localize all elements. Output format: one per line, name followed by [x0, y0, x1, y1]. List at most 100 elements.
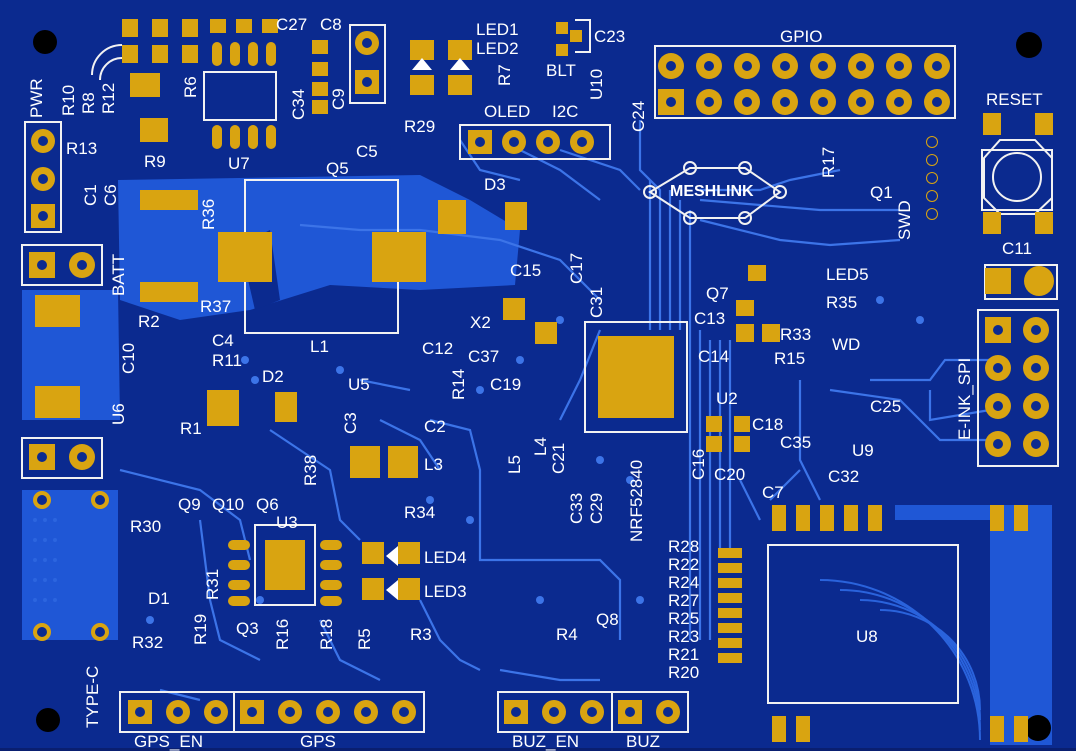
- label-gpio: GPIO: [780, 27, 823, 46]
- label-r17: R17: [819, 146, 838, 178]
- label-x2: X2: [470, 313, 491, 332]
- e-ink-header-pin: [1023, 393, 1049, 419]
- gps-header-pin: [392, 700, 416, 724]
- label-swd: SWD: [895, 200, 914, 240]
- label-c4: C4: [212, 331, 234, 350]
- label-r32: R32: [132, 633, 164, 652]
- label-i2c: I2C: [552, 102, 579, 121]
- smd-pad: [312, 62, 328, 76]
- label-buz: BUZ: [626, 732, 660, 751]
- label-c13: C13: [694, 309, 726, 328]
- label-r36: R36: [199, 198, 218, 230]
- gpio-header-pin: [848, 53, 874, 79]
- gpio-header-pin: [658, 89, 684, 115]
- d3-pad-2: [505, 202, 527, 230]
- e-ink-header-pin: [1023, 355, 1049, 381]
- reset-pad-bl: [983, 212, 1001, 234]
- smd-pad: [320, 540, 342, 550]
- u8-pad: [772, 505, 786, 531]
- c9-pin: [355, 31, 379, 55]
- smd-pad: [182, 45, 198, 63]
- smd-pad: [212, 42, 222, 66]
- e-ink-header-pin: [1023, 317, 1049, 343]
- mounting-hole-bottom-right: [1025, 715, 1051, 741]
- label-r38: R38: [301, 454, 320, 486]
- u8-pad: [990, 716, 1004, 742]
- header-pin: [69, 444, 95, 470]
- label-r8: R8: [79, 92, 98, 114]
- u8-pad: [1014, 505, 1028, 531]
- label-wd: WD: [832, 335, 861, 354]
- label-l3: L3: [424, 455, 443, 474]
- label-u5: U5: [348, 375, 370, 394]
- label-r34: R34: [404, 503, 436, 522]
- smd-pad: [262, 19, 278, 33]
- u3-thermal-pad: [265, 540, 305, 590]
- smd-pad: [320, 596, 342, 606]
- gps-header-pin: [278, 700, 302, 724]
- label-c11: C11: [1002, 239, 1032, 258]
- u8-pad: [796, 505, 810, 531]
- label-r5: R5: [355, 628, 374, 650]
- label-c20: C20: [714, 465, 746, 484]
- gpio-header-pin: [772, 89, 798, 115]
- smd-pad: [448, 75, 472, 95]
- gpio-header-pin: [886, 89, 912, 115]
- label-c31: C31: [587, 286, 606, 318]
- gpio-header-pin: [848, 89, 874, 115]
- oled-header-pin: [536, 130, 560, 154]
- buz-en-header-pin: [504, 700, 528, 724]
- label-led2: LED2: [476, 39, 519, 58]
- smd-pad: [212, 125, 222, 149]
- smd-pad: [236, 19, 252, 33]
- smd-pad: [410, 40, 434, 60]
- label-r11: R11: [212, 351, 242, 370]
- smd-pad: [762, 324, 780, 342]
- buz-header-pin: [656, 700, 680, 724]
- buz-header-pin: [618, 700, 642, 724]
- label-q5: Q5: [326, 159, 349, 178]
- l3-pad-left: [350, 446, 380, 478]
- label-gps-en: GPS_EN: [134, 732, 203, 751]
- label-l5: L5: [505, 455, 524, 474]
- smd-pad: [248, 125, 258, 149]
- e-ink-header-pin: [985, 431, 1011, 457]
- type-c-shield-pad: [33, 491, 51, 509]
- smd-pad: [230, 125, 240, 149]
- label-r19: R19: [191, 613, 210, 645]
- label-r4: R4: [556, 625, 578, 644]
- pwr-header-pin: [31, 167, 55, 191]
- label-e-ink-spi: E-INK_SPI: [955, 357, 974, 440]
- swd-header-pin: [926, 208, 938, 220]
- smd-pad: [410, 75, 434, 95]
- label-u9: U9: [852, 441, 874, 460]
- label-r18: R18: [317, 618, 336, 650]
- label-c1: C1: [81, 184, 100, 206]
- smd-pad: [736, 300, 754, 316]
- label-c12: C12: [422, 339, 454, 358]
- label-q9: Q9: [178, 495, 201, 514]
- label-c35: C35: [780, 433, 812, 452]
- smd-pad: [230, 42, 240, 66]
- r36-pad: [140, 190, 198, 210]
- label-r24: R24: [668, 573, 700, 592]
- label-r16: R16: [273, 618, 292, 650]
- label-q1: Q1: [870, 183, 893, 202]
- label-c14: C14: [698, 347, 730, 366]
- smd-pad: [362, 542, 384, 564]
- r37-pad: [140, 282, 198, 302]
- header-pin: [29, 444, 55, 470]
- label-type-c: TYPE-C: [83, 665, 102, 728]
- resistor-array: [718, 548, 742, 668]
- type-c-shield-pad: [33, 623, 51, 641]
- label-r20: R20: [668, 663, 700, 682]
- label-pwr: PWR: [27, 78, 46, 118]
- label-u3: U3: [276, 513, 298, 532]
- u8-pad: [820, 505, 834, 531]
- mounting-hole-bottom-left: [36, 708, 60, 732]
- gpio-header-pin: [734, 53, 760, 79]
- label-c29: C29: [587, 492, 606, 524]
- label-buz-en: BUZ_EN: [512, 732, 580, 751]
- oled-header-pin: [570, 130, 594, 154]
- label-meshlink: MESHLINK: [670, 183, 754, 200]
